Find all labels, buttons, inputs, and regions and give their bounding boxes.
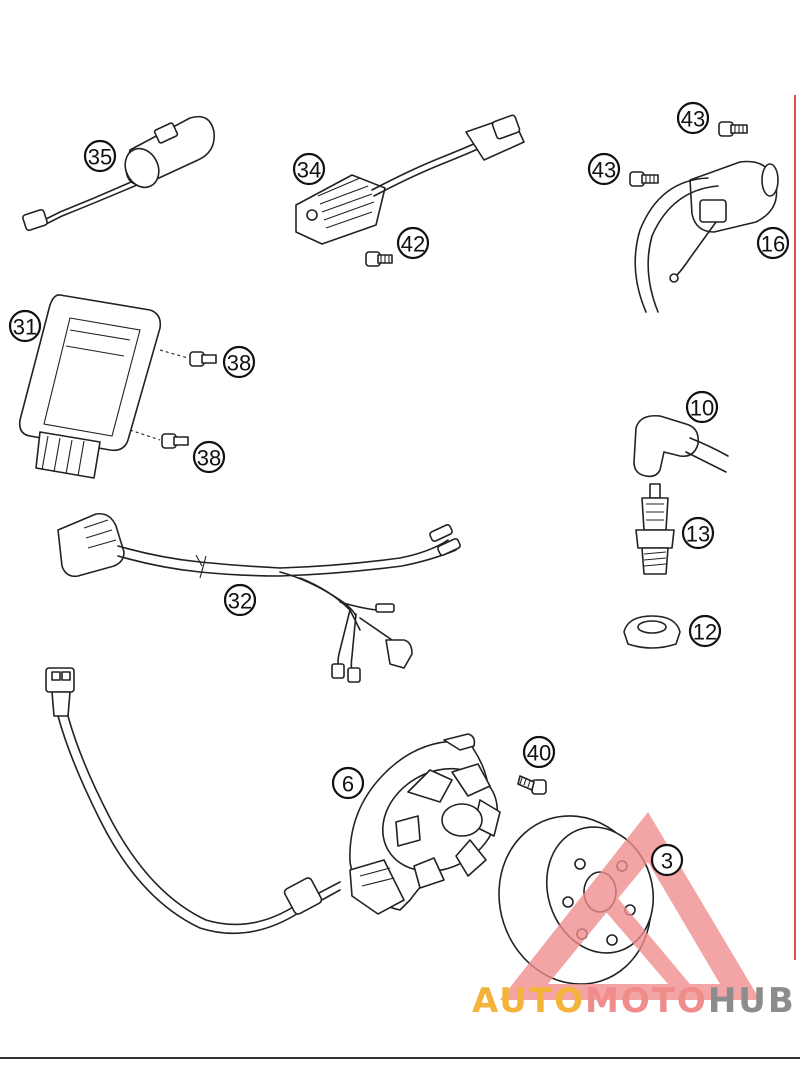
- callout-16-label: 16: [761, 232, 785, 257]
- callout-40: 40: [522, 735, 556, 769]
- callout-34-label: 34: [297, 158, 321, 183]
- watermark-part-hub: HUB: [708, 981, 796, 1021]
- callout-10: 10: [685, 390, 719, 424]
- callout-40-label: 40: [527, 741, 551, 766]
- part-40-screw: [517, 775, 547, 795]
- part-34-regulator: [295, 114, 525, 245]
- callout-43-lower: 43: [587, 152, 621, 186]
- part-10-plug-cap: [633, 414, 729, 478]
- callout-34: 34: [292, 152, 326, 186]
- callout-38-lower-label: 38: [197, 446, 221, 471]
- callout-38-upper-label: 38: [227, 351, 251, 376]
- callout-31-label: 31: [13, 315, 37, 340]
- callout-42-label: 42: [401, 232, 425, 257]
- callout-43-lower-label: 43: [592, 158, 616, 183]
- callout-31: 31: [8, 309, 42, 343]
- callout-35-label: 35: [88, 145, 112, 170]
- part-42-screw: [365, 251, 393, 267]
- callout-6-label: 6: [342, 772, 354, 797]
- watermark-part-moto: MOTO: [585, 981, 708, 1021]
- part-31-cdi-unit: [18, 294, 162, 479]
- part-13-spark-plug: [635, 483, 675, 575]
- part-16-ignition-coil: [634, 160, 779, 313]
- part-38-screw-lower: [129, 429, 189, 449]
- watermark-logo: [500, 812, 760, 1000]
- part-43-screw-upper: [718, 121, 748, 137]
- part-12-cap: [623, 615, 681, 649]
- part-6-stator: [349, 733, 501, 915]
- callout-32: 32: [223, 583, 257, 617]
- callout-38-upper: 38: [222, 345, 256, 379]
- callout-12: 12: [688, 614, 722, 648]
- callout-3-label: 3: [661, 849, 673, 874]
- callout-32-label: 32: [228, 589, 252, 614]
- watermark-text: AUTOMOTOHUB: [472, 981, 796, 1021]
- svg-text:AUTOMOTOHUB: AUTOMOTOHUB: [472, 981, 796, 1021]
- part-43-screw-lower: [629, 171, 659, 187]
- callout-43-upper-label: 43: [681, 107, 705, 132]
- part-38-screw-upper: [159, 349, 217, 367]
- callout-12-label: 12: [693, 620, 717, 645]
- callout-3: 3: [650, 843, 684, 877]
- callout-6: 6: [331, 766, 365, 800]
- callout-38-lower: 38: [192, 440, 226, 474]
- part-32-wiring-harness: [57, 512, 461, 683]
- part-35-connector: [22, 115, 215, 232]
- watermark-part-auto: AUTO: [472, 981, 585, 1021]
- callout-13-label: 13: [686, 522, 710, 547]
- callout-16: 16: [756, 226, 790, 260]
- callout-42: 42: [396, 226, 430, 260]
- stator-cable: [45, 667, 341, 935]
- callout-35: 35: [83, 139, 117, 173]
- callout-43-upper: 43: [676, 101, 710, 135]
- callout-10-label: 10: [690, 396, 714, 421]
- callout-13: 13: [681, 516, 715, 550]
